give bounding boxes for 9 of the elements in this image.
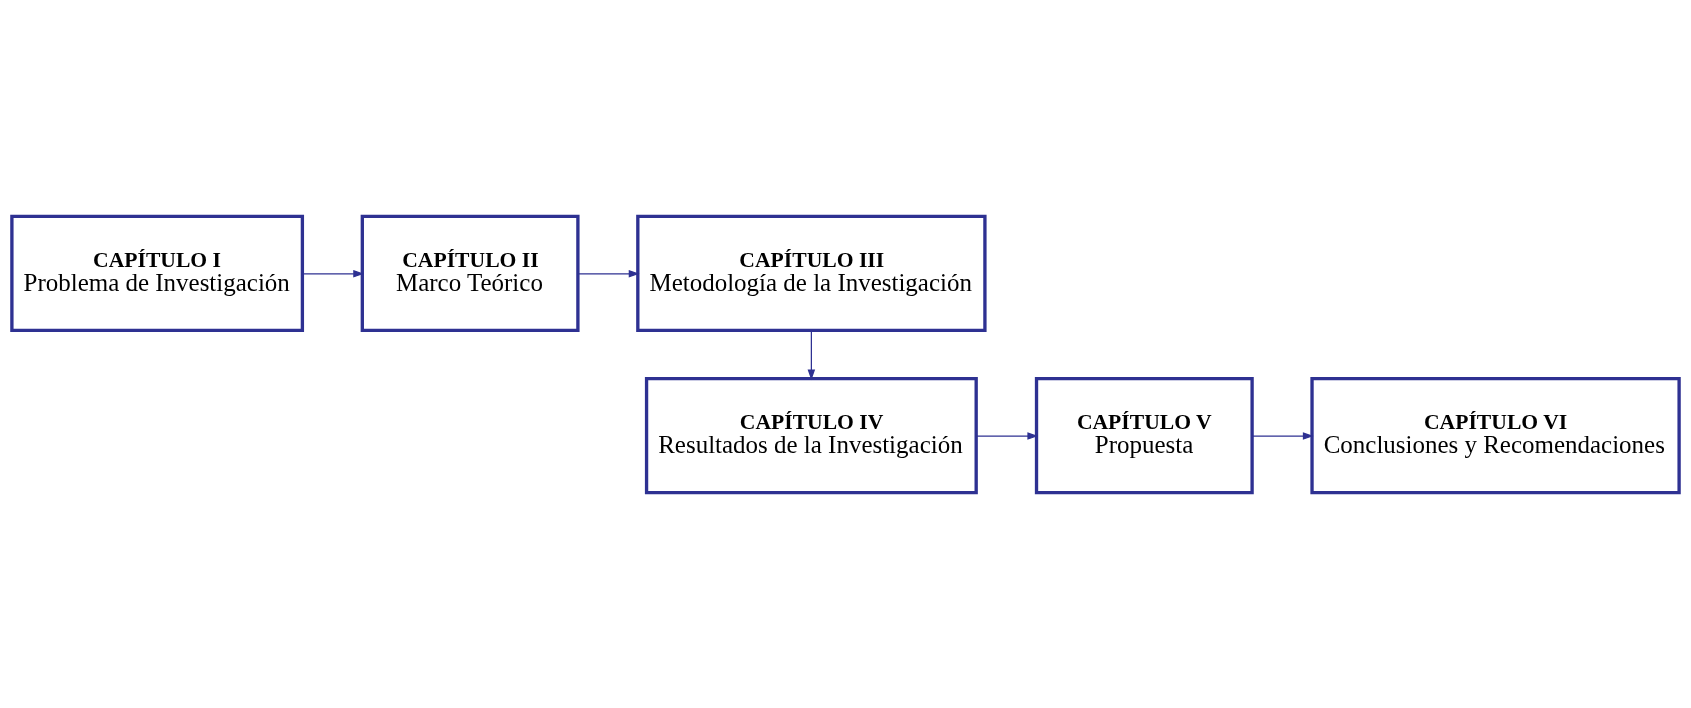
arrow <box>807 329 816 380</box>
node-box: CAPÍTULO VI Conclusiones y Recomendaciones <box>1310 376 1681 494</box>
node-box: CAPÍTULO I Problema de Investigación <box>10 214 305 332</box>
node-box: CAPÍTULO II Marco Teórico <box>360 214 580 332</box>
arrow <box>577 269 640 278</box>
node-box: CAPÍTULO IV Resultados de la Investigación <box>644 376 978 494</box>
node-box: CAPÍTULO V Propuesta <box>1034 376 1254 494</box>
node-box: CAPÍTULO III Metodología de la Investigación <box>636 214 987 332</box>
arrow <box>1251 431 1314 440</box>
